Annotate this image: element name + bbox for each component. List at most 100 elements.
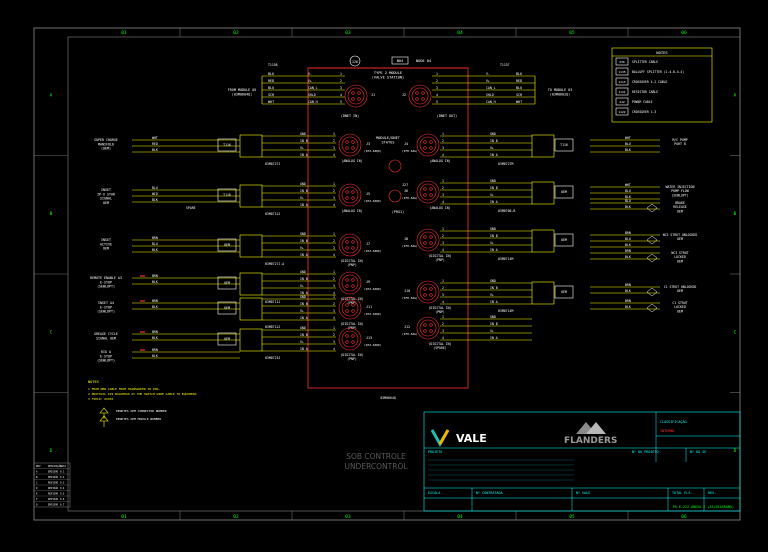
rev-cell: 0.6 — [60, 498, 65, 501]
conn-label: J6 — [404, 189, 408, 193]
connector-pin — [429, 146, 433, 150]
pin-number: 1 — [442, 315, 444, 319]
pin-label: GND — [490, 279, 496, 283]
connector-inner — [419, 231, 437, 249]
connector-pin — [351, 284, 355, 288]
conn-caption: (ANALOG IN) — [341, 159, 362, 163]
connector-outer — [344, 84, 368, 108]
note-code: 236 — [619, 60, 625, 64]
row-marker: C — [734, 329, 737, 335]
conn-caption: (DIGITAL IN)(PNP) — [340, 353, 363, 361]
pin-number: 1 — [442, 227, 444, 231]
connector-pin — [423, 329, 427, 333]
cable-badge — [554, 233, 574, 247]
pin-label: IN B — [490, 234, 498, 238]
conn-label: J2 — [402, 93, 406, 97]
pin-number: 4 — [333, 203, 335, 207]
cable-badge — [217, 138, 237, 152]
pin-number: 5 — [436, 100, 438, 104]
pin-label: IN B — [300, 302, 308, 306]
sensor-symbol — [646, 235, 658, 245]
connector-outer — [416, 316, 440, 340]
conn-rating: (IP2-6ZQ0) — [364, 343, 382, 347]
connector-pin — [429, 287, 433, 291]
wire-color: WID — [152, 192, 158, 196]
connector-pin — [423, 187, 427, 191]
cable-label: OEM — [224, 337, 230, 341]
column-marker: 06 — [681, 30, 687, 36]
module-tag: 03M0711J — [265, 300, 280, 304]
terminal-block — [531, 281, 555, 305]
connector-pin — [345, 334, 349, 338]
node-id: N04 — [397, 59, 404, 63]
cable-label: OEM — [224, 306, 230, 310]
wire-color: BRN — [625, 249, 631, 253]
wire-color: BLK — [625, 195, 631, 199]
wire-color: BLU — [625, 189, 631, 193]
connector-pin — [345, 140, 349, 144]
cable-label: OEM — [224, 281, 230, 285]
wire-color: BLK — [152, 280, 158, 284]
rev-cell: 0.3 — [60, 482, 65, 485]
wire-color: BRN — [152, 330, 158, 334]
total-sheets-label: TOTAL FLS. — [672, 491, 692, 495]
rev-cell: REVISÃO — [48, 487, 59, 490]
spare-label: SPARE — [186, 206, 196, 210]
wire-color: WHT — [625, 183, 631, 187]
rev-cell: REVISÃO — [48, 476, 59, 479]
pin-label: CAN_H — [486, 100, 496, 104]
connector-inner — [341, 236, 359, 254]
connector-outer — [416, 228, 440, 252]
wire-color: BLU — [625, 237, 631, 241]
pin-number: 3 — [333, 340, 335, 344]
pin-number: 2 — [333, 333, 335, 337]
conn-caption: (DIGITAL IN)(PNP) — [340, 322, 363, 330]
wire-color: BLK — [625, 243, 631, 247]
pin-number: 3 — [436, 86, 438, 90]
pin-number: 4 — [333, 347, 335, 351]
conn-caption: (DIGITAL IN)(PNP) — [340, 297, 363, 305]
rev-cell: F — [36, 498, 38, 501]
column-marker: 03 — [345, 30, 351, 36]
connector-pin — [357, 91, 361, 95]
vale-logo-accent — [438, 429, 450, 445]
pin-label: V+ — [300, 246, 304, 250]
terminal-block — [239, 234, 263, 258]
connector-inner — [341, 299, 359, 317]
flanders-logo-text: FLANDERS — [564, 436, 617, 446]
wire-color: BRN — [625, 231, 631, 235]
pin-number: 3 — [442, 329, 444, 333]
cable-label: OEM — [561, 238, 567, 242]
pin-number: 1 — [333, 295, 335, 299]
connector-pin — [351, 240, 355, 244]
pin-number: 3 — [442, 293, 444, 297]
wire-color: BLK — [625, 205, 631, 209]
scale-label: ESCALA — [428, 491, 440, 495]
connector-pin — [351, 246, 355, 250]
module-tag: 03M0706-B — [498, 209, 515, 213]
rev-header: DATA — [60, 464, 67, 468]
pin-label: IN B — [490, 286, 498, 290]
sensor-symbol — [646, 303, 658, 313]
project-number-label: Nº DO PROJETO — [632, 450, 659, 454]
terminal-block — [531, 134, 555, 158]
pin-number: 3 — [333, 146, 335, 150]
connector-pin — [429, 235, 433, 239]
pin-number: 2 — [442, 186, 444, 190]
connector-inner — [419, 183, 437, 201]
pin-label: CAN_L — [486, 86, 496, 90]
note-code: 1113 — [618, 80, 625, 84]
pin-label: IN A — [300, 291, 308, 295]
column-marker: 01 — [121, 30, 127, 36]
cable-badge — [554, 185, 574, 199]
pin-label: IN B — [300, 239, 308, 243]
connector-pin — [351, 146, 355, 150]
note-label: CROSSOVER 1-3 — [632, 110, 656, 114]
title-block — [423, 411, 741, 512]
rev-cell: 0.4 — [60, 487, 65, 490]
note-code-box — [615, 77, 629, 86]
pin-label: V+ — [490, 241, 494, 245]
